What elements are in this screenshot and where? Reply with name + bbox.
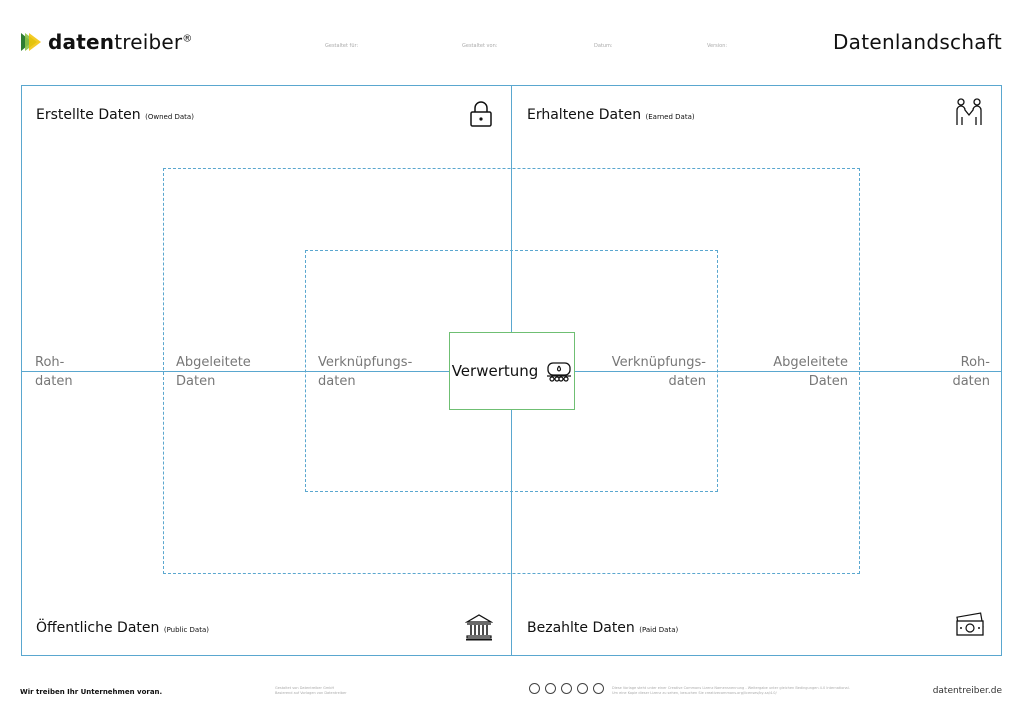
tank-wagon-icon (547, 362, 572, 382)
raw-data-left-label: Roh-daten (35, 355, 73, 389)
license-text: Diese Vorlage steht unter einer Creative… (612, 686, 850, 695)
utilization-box: Verwertung (449, 332, 575, 410)
building-icon (465, 614, 493, 641)
quadrant-public-title: Öffentliche Daten (Public Data) (36, 620, 209, 636)
padlock-icon (470, 101, 492, 127)
website-link[interactable]: datentreiber.de (932, 686, 1002, 696)
quadrant-owned-title: Erstellte Daten (Owned Data) (36, 107, 194, 123)
designed-by-field: Gestaltet von: (462, 43, 498, 49)
money-icon (956, 612, 984, 636)
cc-sa-icon (561, 683, 572, 694)
cc-icon (529, 683, 540, 694)
brand-arrow-icon (21, 33, 41, 51)
linked-data-right-label: Verknüpfungs-daten (611, 355, 706, 389)
version-field: Version: (707, 43, 728, 49)
designed-for-field: Gestaltet für: (325, 43, 359, 49)
handshake-icon (956, 98, 982, 125)
brand-name: datentreiber® (48, 30, 193, 54)
quadrant-earned-title: Erhaltene Daten (Earned Data) (527, 107, 695, 123)
license-icons (529, 683, 604, 694)
slogan: Wir treiben Ihr Unternehmen voran. (20, 688, 163, 696)
cc-person-icon (593, 683, 604, 694)
date-field: Datum: (594, 43, 613, 49)
brand-logo: datentreiber® (20, 28, 193, 56)
page-title: Datenlandschaft (832, 30, 1002, 54)
raw-data-right-label: Roh-daten (952, 355, 990, 389)
cc-by-icon (545, 683, 556, 694)
cc-nc-icon (577, 683, 588, 694)
linked-data-left-label: Verknüpfungs-daten (318, 355, 413, 389)
utilization-label: Verwertung (451, 362, 539, 380)
quadrant-paid-title: Bezahlte Daten (Paid Data) (527, 620, 679, 636)
